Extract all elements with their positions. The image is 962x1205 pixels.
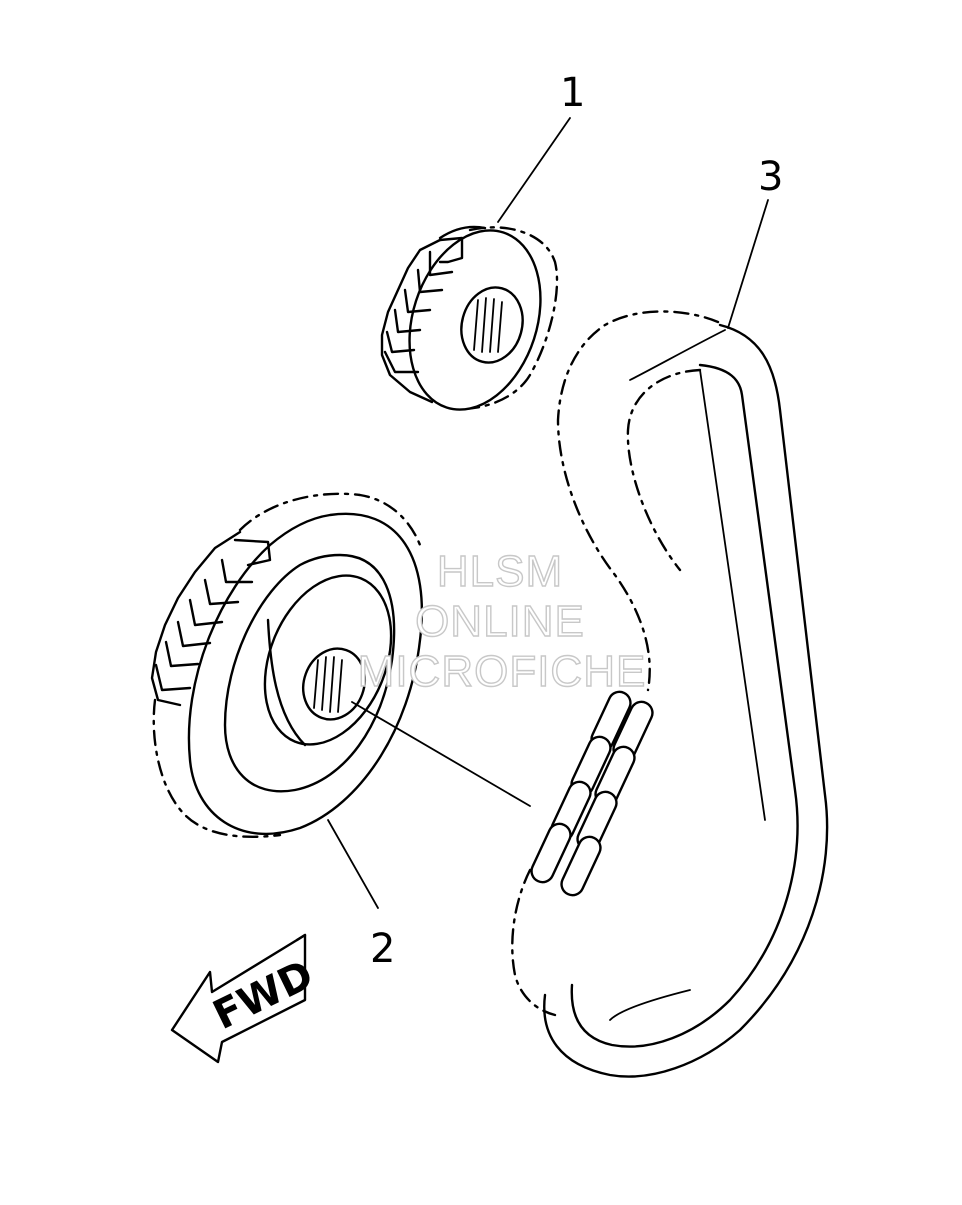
chain-links <box>530 690 654 897</box>
leader-line-1 <box>497 117 571 223</box>
watermark-line-1: HLSM <box>437 547 563 596</box>
leader-line-chain <box>351 701 531 807</box>
large-sprocket <box>150 492 424 838</box>
watermark-line-2: ONLINE <box>415 597 585 646</box>
callout-3: 3 <box>758 154 783 200</box>
leader-line-2 <box>327 819 379 909</box>
small-sprocket <box>380 225 559 411</box>
callout-2: 2 <box>370 926 395 972</box>
leader-line-3 <box>727 199 769 329</box>
leader-lines <box>327 117 769 909</box>
callout-1: 1 <box>560 70 585 116</box>
watermark: HLSM ONLINE MICROFICHE <box>357 546 647 696</box>
watermark-line-3: MICROFICHE <box>358 647 647 696</box>
drive-chain <box>511 310 829 1078</box>
arrow-left-icon: FWD <box>170 933 320 1064</box>
